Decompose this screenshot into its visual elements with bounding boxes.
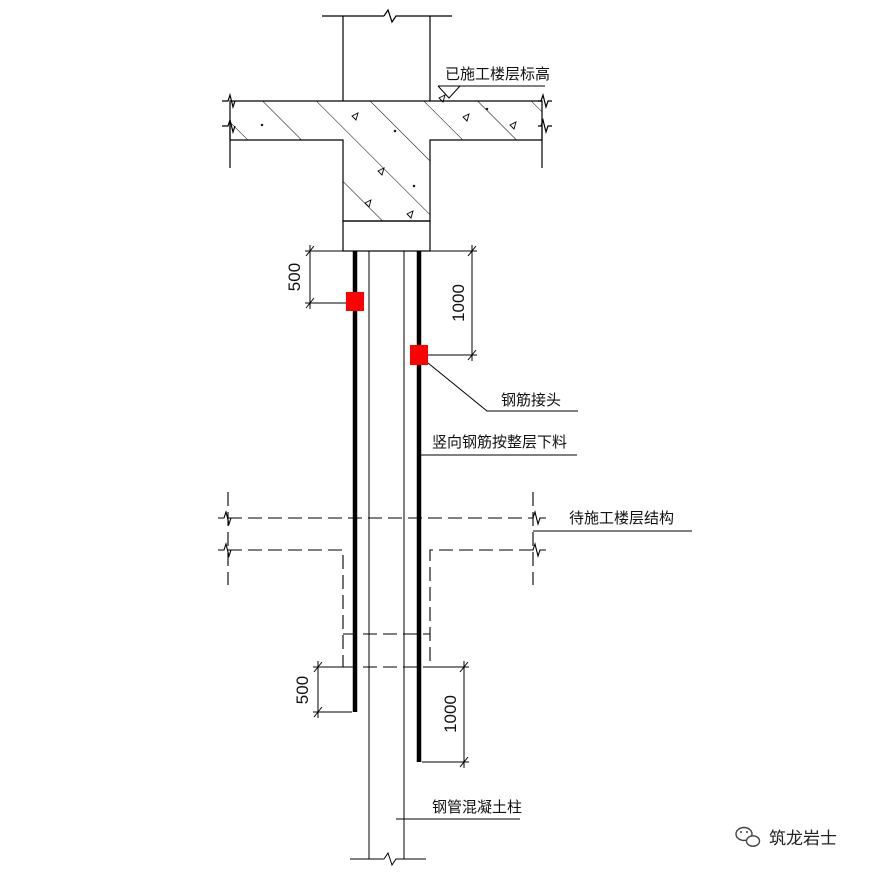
dimension-lower-right bbox=[422, 661, 469, 768]
elevation-marker bbox=[437, 85, 545, 99]
dimension-upper-left bbox=[305, 245, 346, 309]
dimension-upper-right bbox=[428, 245, 477, 361]
pending-floor-structure bbox=[227, 492, 534, 668]
dim-lower-right: 1000 bbox=[441, 695, 460, 733]
completed-slab bbox=[222, 92, 552, 222]
steel-tube-column bbox=[350, 251, 426, 867]
label-vertical-rebar: 竖向钢筋按整层下料 bbox=[432, 433, 567, 451]
vertical-rebars bbox=[352, 251, 422, 762]
wechat-icon bbox=[735, 826, 761, 847]
label-pending-floor-structure: 待施工楼层结构 bbox=[569, 509, 674, 527]
rebar-joint-right bbox=[410, 345, 428, 365]
leader-rebar-joint bbox=[427, 362, 578, 412]
dimension-lower-left bbox=[313, 661, 352, 718]
rebar-joint-left bbox=[346, 292, 364, 311]
column-base bbox=[342, 220, 431, 252]
watermark-text: 筑龙岩士 bbox=[769, 829, 837, 849]
dim-lower-left: 500 bbox=[293, 676, 312, 704]
label-completed-floor-elevation: 已施工楼层标高 bbox=[445, 65, 550, 83]
label-steel-tube-column: 钢管混凝土柱 bbox=[432, 798, 522, 816]
dim-upper-right: 1000 bbox=[449, 284, 468, 322]
dim-upper-left: 500 bbox=[285, 263, 304, 291]
watermark: 筑龙岩士 bbox=[735, 826, 837, 849]
upper-column bbox=[322, 8, 452, 101]
label-rebar-joint: 钢筋接头 bbox=[501, 391, 561, 409]
